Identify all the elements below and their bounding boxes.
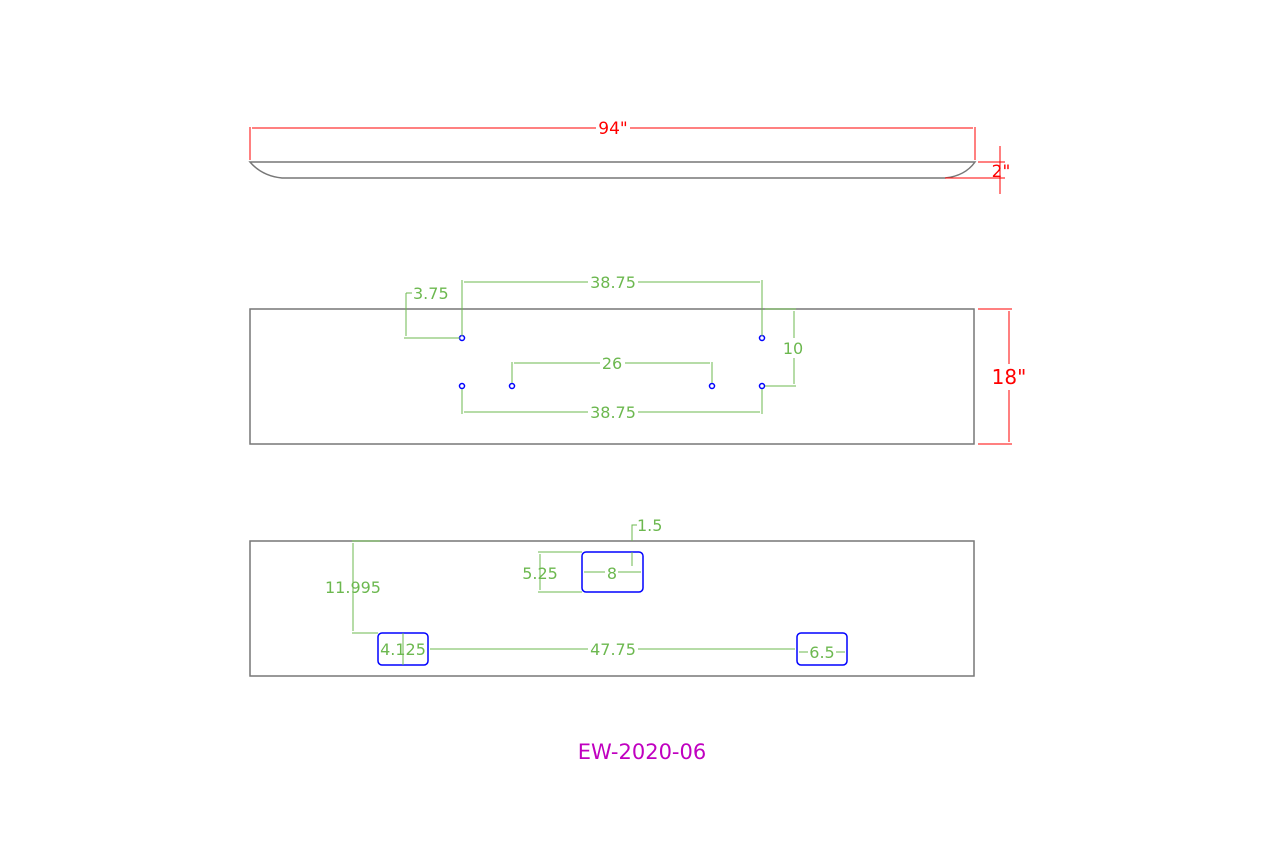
drawing-title: EW-2020-06 xyxy=(578,740,707,764)
top-view: 3.75 38.75 26 10 38.75 18" xyxy=(249,273,1027,445)
dim-offset-top: 1.5 xyxy=(637,516,662,535)
hole xyxy=(758,382,766,390)
dim-bottom-span: 38.75 xyxy=(590,403,636,422)
side-profile xyxy=(248,161,977,179)
right-slot xyxy=(796,632,848,666)
dim-top-span: 38.75 xyxy=(590,273,636,292)
length-label: 94" xyxy=(598,119,627,139)
dim-small-slot: 4.125 xyxy=(380,640,426,659)
dim-right-slot: 6.5 xyxy=(809,643,834,662)
hole xyxy=(508,382,516,390)
panel-height-label: 18" xyxy=(992,365,1027,389)
hole xyxy=(458,334,466,342)
dim-inner-span: 26 xyxy=(602,354,622,373)
dim-edge-offset: 3.75 xyxy=(413,284,449,303)
center-slot xyxy=(581,551,644,593)
dim-slot-span: 47.75 xyxy=(590,640,636,659)
dim-vertical-offset: 11.995 xyxy=(325,578,381,597)
hole xyxy=(458,382,466,390)
dim-slot-width: 8 xyxy=(607,564,617,583)
hole xyxy=(708,382,716,390)
bottom-panel-outline xyxy=(249,540,975,677)
side-view: 94" 2" xyxy=(248,119,1011,194)
top-panel-outline xyxy=(249,308,975,445)
dim-slot-height: 5.25 xyxy=(522,564,558,583)
dim-vertical: 10 xyxy=(783,339,803,358)
bottom-view: 1.5 5.25 8 11.995 4.125 47.75 6.5 xyxy=(249,516,975,677)
height-label: 2" xyxy=(992,162,1011,182)
hole xyxy=(758,334,766,342)
